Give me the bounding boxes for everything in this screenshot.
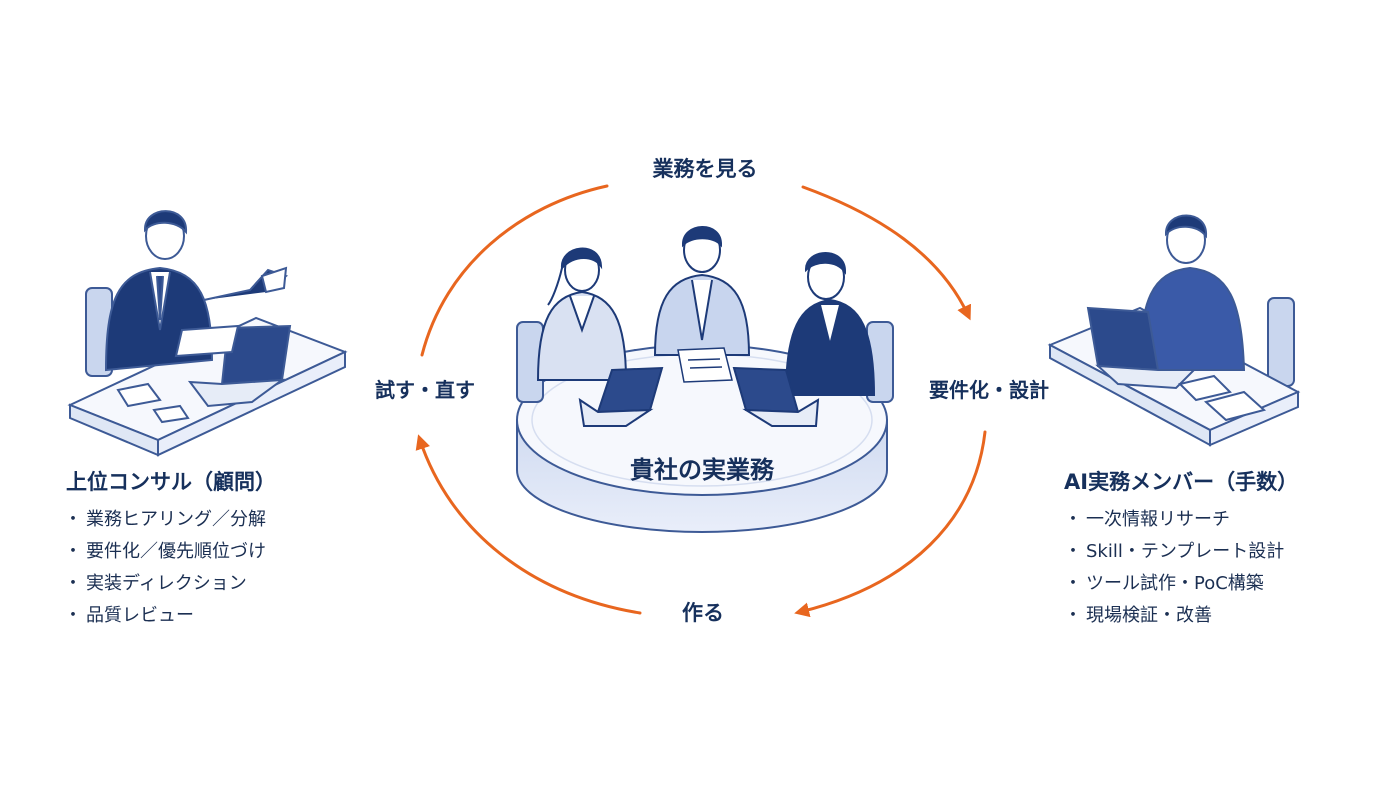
cycle-arrows (415, 184, 987, 618)
arrow-right-bottom (794, 430, 987, 618)
person-icon (536, 247, 628, 381)
person-icon (653, 226, 751, 356)
list-item: 品質レビュー (64, 600, 266, 632)
left-team-list: 業務ヒアリング／分解 要件化／優先順位づけ 実装ディレクション 品質レビュー (64, 504, 266, 632)
arrow-left-top (420, 184, 609, 357)
left-desk-scene (67, 210, 348, 457)
laptop-icon (578, 366, 664, 427)
cycle-label-bottom: 作る (682, 601, 724, 625)
list-item: 実装ディレクション (64, 568, 266, 600)
list-item: 一次情報リサーチ (1064, 504, 1284, 536)
list-item: Skill・テンプレート設計 (1064, 536, 1284, 568)
laptop-icon (732, 366, 820, 427)
right-desk-scene (1047, 214, 1301, 447)
chair-icons (516, 321, 894, 403)
right-team-title: AI実務メンバー（手数） (1064, 470, 1299, 494)
cycle-label-right: 要件化・設計 (929, 378, 1049, 402)
arrow-top-right (801, 185, 971, 321)
person-icon (784, 252, 876, 396)
cycle-label-left: 試す・直す (375, 378, 475, 402)
list-item: ツール試作・PoC構築 (1064, 568, 1284, 600)
document-icon (677, 347, 733, 383)
arrow-bottom-left (415, 434, 642, 615)
cycle-label-top: 業務を見る (653, 157, 758, 181)
right-team-list: 一次情報リサーチ Skill・テンプレート設計 ツール試作・PoC構築 現場検証… (1064, 504, 1284, 632)
left-team-title: 上位コンサル（顧問） (66, 470, 276, 494)
list-item: 現場検証・改善 (1064, 600, 1284, 632)
list-item: 業務ヒアリング／分解 (64, 504, 266, 536)
center-label: 貴社の実業務 (630, 456, 775, 484)
list-item: 要件化／優先順位づけ (64, 536, 266, 568)
